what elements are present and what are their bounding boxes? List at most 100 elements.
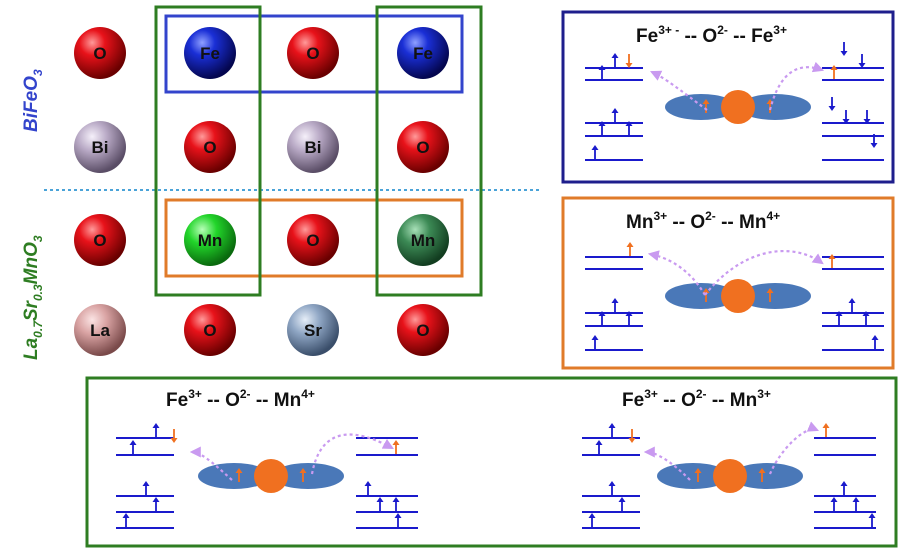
spin-arrowhead — [152, 423, 160, 428]
atom-o-r0c2: O — [287, 27, 339, 79]
spin-arrowhead — [608, 481, 616, 486]
schematic-mn-o-mn — [585, 242, 884, 351]
atom-sphere — [184, 121, 236, 173]
spin-arrowhead — [598, 311, 606, 316]
spin-arrowhead — [142, 481, 150, 486]
panel-fe-o-mn4-title: Fe3+ -- O2- -- Mn4+ — [166, 387, 315, 411]
spin-arrowhead — [618, 497, 626, 502]
schematic-fe-o-mn4 — [116, 423, 418, 529]
atom-label: Mn — [198, 231, 223, 250]
spin-arrowhead — [152, 497, 160, 502]
exchange-path — [647, 250, 706, 296]
atom-sphere — [74, 121, 126, 173]
spin-arrowhead — [598, 65, 606, 70]
spin-arrowhead — [828, 106, 836, 111]
spin-arrowhead — [766, 288, 774, 293]
spin-arrowhead — [591, 145, 599, 150]
exchange-path — [643, 446, 691, 481]
atom-o-r3c1: O — [184, 304, 236, 356]
p-orbital-lobe-left — [665, 283, 737, 309]
exchange-path — [650, 70, 708, 111]
spin-arrowhead — [702, 288, 710, 293]
atom-label: Fe — [200, 44, 220, 63]
spin-arrowhead — [588, 513, 596, 518]
oxygen-center — [721, 90, 755, 124]
atom-sphere — [74, 27, 126, 79]
atom-sphere — [287, 27, 339, 79]
atom-o-r1c1: O — [184, 121, 236, 173]
atom-la-r3c0: La — [74, 304, 126, 356]
atom-o-r2c2: O — [287, 214, 339, 266]
atom-label: Sr — [304, 321, 322, 340]
atom-label: O — [93, 231, 106, 250]
spin-arrowhead — [611, 53, 619, 58]
oxygen-center — [721, 279, 755, 313]
p-orbital-lobe-right — [739, 283, 811, 309]
atom-sphere — [74, 214, 126, 266]
atom-label: O — [203, 321, 216, 340]
atom-mn-r2c3: Mn — [397, 214, 449, 266]
lsmo-label: La0.7Sr0.3MnO3 — [21, 235, 45, 360]
panel-fe-o-fe-frame — [561, 10, 895, 184]
exchange-path — [768, 61, 825, 111]
spin-arrowhead — [170, 438, 178, 443]
panel-fe-o-fe-title: Fe3+ - -- O2- -- Fe3+ — [636, 23, 787, 47]
panel-mn-o-mn-title: Mn3+ -- O2- -- Mn4+ — [626, 209, 780, 233]
atom-label: O — [416, 138, 429, 157]
spin-arrowhead — [828, 254, 836, 259]
atom-o-r1c3: O — [397, 121, 449, 173]
p-orbital-lobe-right — [739, 94, 811, 120]
spin-arrowhead — [595, 440, 603, 445]
spin-arrowhead — [835, 311, 843, 316]
spin-arrowhead — [840, 51, 848, 56]
atom-sphere — [397, 304, 449, 356]
atom-sphere — [287, 304, 339, 356]
spin-arrowhead — [625, 121, 633, 126]
spin-arrowhead — [863, 119, 871, 124]
atom-sphere — [397, 27, 449, 79]
atom-label: Bi — [305, 138, 322, 157]
exchange-path — [189, 446, 233, 481]
atom-sphere — [74, 304, 126, 356]
panel-fe-o-mn-frame — [85, 376, 898, 548]
exchange-schematics — [116, 42, 884, 529]
spin-arrowhead — [299, 468, 307, 473]
spin-arrowhead — [394, 513, 402, 518]
spin-arrowhead — [830, 497, 838, 502]
spin-arrowhead — [392, 440, 400, 445]
fe-mn-column-box-right — [375, 5, 483, 297]
atom-o-r2c0: O — [74, 214, 126, 266]
spin-arrowhead — [830, 65, 838, 70]
spin-arrowhead — [822, 423, 830, 428]
spin-arrowhead — [598, 121, 606, 126]
spin-arrowhead — [591, 335, 599, 340]
spin-arrowhead — [626, 242, 634, 247]
atom-sphere — [184, 27, 236, 79]
atom-fe-r0c3: Fe — [397, 27, 449, 79]
spin-arrowhead — [611, 298, 619, 303]
atom-label: Mn — [411, 231, 436, 250]
spin-arrowhead — [122, 513, 130, 518]
atom-sr-r3c2: Sr — [287, 304, 339, 356]
spin-arrowhead — [848, 298, 856, 303]
p-orbital-lobe-left — [198, 463, 270, 489]
atom-label: O — [416, 321, 429, 340]
oxygen-center — [713, 459, 747, 493]
panel-fe-o-mn3-title: Fe3+ -- O2- -- Mn3+ — [622, 387, 771, 411]
spin-arrowhead — [364, 481, 372, 486]
spin-arrowhead — [235, 468, 243, 473]
atom-label: O — [306, 231, 319, 250]
p-orbital-lobe-left — [657, 463, 729, 489]
atom-bi-r1c0: Bi — [74, 121, 126, 173]
atom-label: Fe — [413, 44, 433, 63]
exchange-path — [704, 250, 824, 296]
spin-arrowhead — [871, 335, 879, 340]
schematic-fe-o-fe — [585, 42, 884, 161]
atom-o-r3c3: O — [397, 304, 449, 356]
p-orbital-lobe-right — [272, 463, 344, 489]
mn-o-mn-highlight-box — [164, 198, 464, 278]
spin-arrowhead — [608, 423, 616, 428]
atom-sphere — [287, 121, 339, 173]
fe-o-fe-highlight-box — [164, 14, 464, 94]
atom-label: O — [306, 44, 319, 63]
